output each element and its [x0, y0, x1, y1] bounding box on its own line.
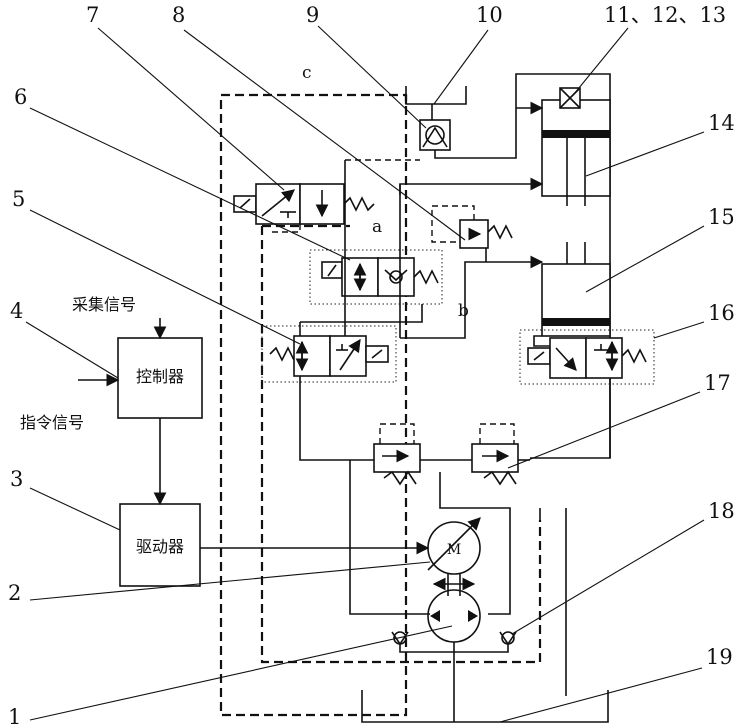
label-16: 16 [708, 301, 735, 325]
port-a: a [372, 217, 382, 237]
signal-command: 指令信号 [20, 413, 84, 432]
group-6 [309, 249, 443, 305]
label-6: 6 [14, 85, 27, 109]
shaft [432, 574, 476, 596]
label-10: 10 [476, 3, 503, 27]
cylinder-15 [541, 242, 611, 337]
label-5: 5 [12, 187, 25, 211]
label-1: 1 [8, 705, 21, 728]
label-15: 15 [708, 205, 735, 229]
check-valve-18 [499, 631, 517, 646]
outer-enclosure-c [219, 93, 408, 717]
controller-label: 控制器 [136, 367, 184, 386]
group-5 [261, 325, 397, 383]
label-17: 17 [704, 371, 731, 395]
label-9: 9 [306, 3, 319, 27]
valve-16 [527, 337, 647, 379]
relief-valve-left [373, 423, 421, 486]
label-4: 4 [10, 299, 23, 323]
check-valve-9 [419, 119, 451, 151]
port-b: b [458, 301, 469, 321]
label-8: 8 [172, 3, 185, 27]
label-11-13: 11、12、13 [604, 3, 726, 27]
valve-7 [233, 183, 375, 225]
valve-8 [431, 205, 513, 249]
tank-top [405, 86, 467, 105]
tank-19 [361, 690, 609, 723]
driver-label: 驱动器 [136, 537, 184, 556]
driver-block [119, 503, 201, 587]
label-3: 3 [10, 467, 23, 491]
pump-1 [427, 589, 481, 643]
cylinder-14 [541, 99, 611, 206]
label-2: 2 [8, 581, 21, 605]
inner-enclosure [260, 226, 542, 664]
label-7: 7 [86, 3, 99, 27]
valve-6 [321, 257, 439, 297]
label-19: 19 [706, 645, 733, 669]
leader-lines [25, 25, 705, 723]
valve-5 [269, 335, 389, 377]
motor-2: M [427, 517, 481, 575]
label-14: 14 [708, 111, 735, 135]
label-18: 18 [708, 499, 735, 523]
signal-collect: 采集信号 [72, 295, 136, 314]
group-16 [519, 329, 655, 385]
relief-valve-17 [471, 423, 519, 486]
motor-label: M [447, 542, 461, 558]
port-c: c [302, 63, 312, 83]
